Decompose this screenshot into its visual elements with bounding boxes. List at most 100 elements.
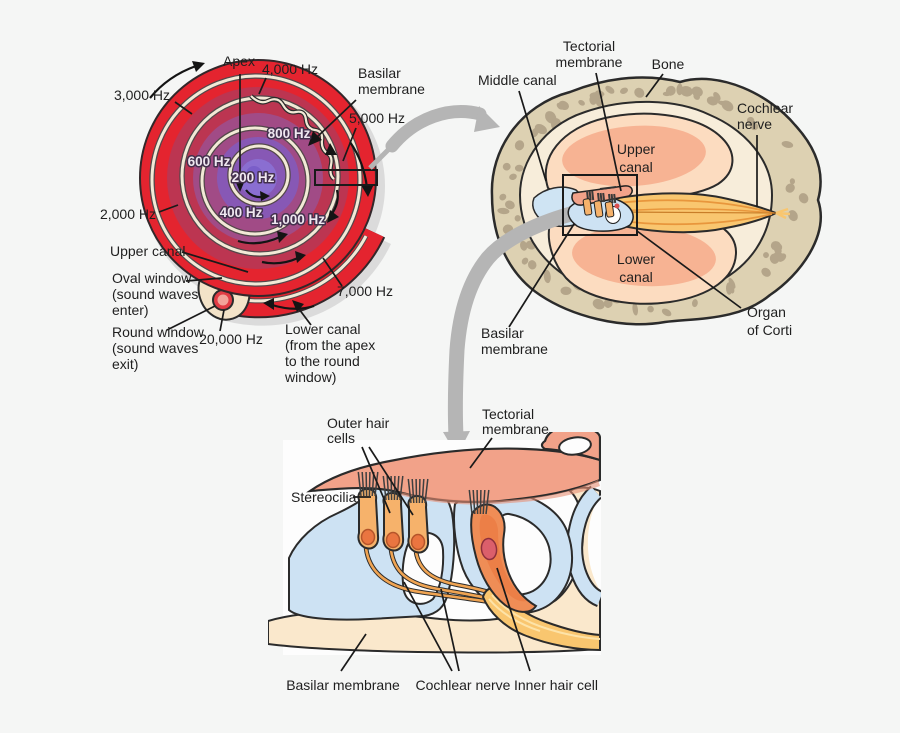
bone-pebble bbox=[578, 99, 585, 106]
label-apex: Apex bbox=[223, 53, 255, 69]
bone-pebble bbox=[761, 267, 771, 277]
outer-hair-cells-shapes bbox=[357, 487, 430, 554]
nerve-bundle bbox=[481, 586, 601, 652]
tectorial-shade bbox=[400, 480, 600, 505]
line-outer-cell-2 bbox=[368, 446, 414, 516]
label-400hz: 400 Hz bbox=[220, 205, 263, 220]
label-oval-window-2: (sound waves bbox=[112, 286, 198, 302]
cochlea-cross-section bbox=[490, 76, 822, 326]
bone-pebble bbox=[676, 84, 684, 96]
bone-pebble bbox=[514, 164, 524, 172]
label-cs-tectorial-1: Tectorial bbox=[563, 38, 615, 54]
bone-pebble bbox=[662, 91, 671, 97]
line-detail-basilar bbox=[340, 633, 367, 672]
bone-pebble bbox=[632, 302, 638, 316]
label-cs-basilar-2: membrane bbox=[481, 341, 548, 357]
line-detail-tectorial bbox=[469, 437, 493, 469]
label-inner-hair-cell: Inner hair cell bbox=[514, 677, 598, 693]
cross-section-overlay: Tectorial membrane Bone Middle canal Coc… bbox=[478, 38, 793, 357]
bone-pebble bbox=[514, 215, 521, 222]
tick-20000 bbox=[219, 309, 225, 332]
tick-3000 bbox=[174, 101, 193, 115]
bone-pebble bbox=[521, 257, 529, 265]
bone-pebble bbox=[785, 183, 795, 193]
arrow-spiral-to-section bbox=[385, 105, 487, 153]
label-cs-middle-canal: Middle canal bbox=[478, 72, 557, 88]
lower-canal-fluid bbox=[572, 225, 716, 287]
bone-pebble bbox=[706, 96, 719, 106]
bone-pebble bbox=[722, 101, 730, 109]
label-outer-hair-1: Outer hair bbox=[327, 415, 390, 431]
bone-pebble bbox=[502, 162, 511, 171]
line-organ-of-corti bbox=[636, 230, 742, 309]
bone-pebble bbox=[595, 98, 603, 107]
bone-pebble bbox=[789, 178, 796, 185]
label-cs-lower-2: canal bbox=[619, 269, 652, 285]
organ-detail-art bbox=[268, 432, 601, 655]
label-detail-basilar: Basilar membrane bbox=[286, 677, 400, 693]
bone-pebble bbox=[509, 173, 517, 180]
bone-pebble bbox=[604, 303, 611, 308]
line-basilar bbox=[508, 223, 575, 328]
bone-pebble bbox=[589, 94, 598, 105]
label-stereocilia: Stereocilia bbox=[291, 489, 357, 505]
line-bone bbox=[645, 73, 664, 98]
label-5000hz: 5,000 Hz bbox=[349, 110, 405, 126]
bone-pebble bbox=[514, 140, 525, 151]
cross-section-pointer-lines bbox=[508, 72, 758, 328]
basilar-pointer-head bbox=[308, 131, 322, 146]
inset-box bbox=[562, 174, 638, 236]
spiral-pointer-lines bbox=[158, 77, 357, 332]
bone-pebble bbox=[725, 282, 733, 295]
label-detail-tectorial-1: Tectorial bbox=[482, 406, 534, 422]
label-600hz: 600 Hz bbox=[188, 154, 231, 169]
label-oval-window-1: Oval window bbox=[112, 270, 192, 286]
stereocilia-tuft bbox=[407, 478, 429, 504]
bone-pebble bbox=[535, 125, 544, 132]
section-marker-box bbox=[314, 169, 378, 186]
basilar-wave bbox=[250, 95, 335, 180]
label-lower-canal-4: window) bbox=[284, 369, 336, 385]
bone-pebble bbox=[499, 193, 507, 201]
bone-pebble bbox=[605, 85, 615, 94]
bone-pebble bbox=[788, 210, 798, 222]
tectorial-hook-hole bbox=[558, 436, 592, 456]
label-2000hz: 2,000 Hz bbox=[100, 206, 156, 222]
label-1000hz: 1,000 Hz bbox=[271, 212, 325, 227]
label-800hz: 800 Hz bbox=[268, 126, 311, 141]
bone-pebble bbox=[750, 122, 759, 131]
spiral-channels bbox=[149, 73, 363, 287]
bone-pebble bbox=[798, 193, 809, 204]
bone-pebble bbox=[647, 305, 654, 313]
label-20000hz: 20,000 Hz bbox=[199, 331, 263, 347]
label-cs-lower-1: Lower bbox=[617, 251, 655, 267]
label-round-window-2: (sound waves bbox=[112, 340, 198, 356]
bone-pebble bbox=[728, 277, 736, 289]
line-inner-hair-cell bbox=[496, 567, 531, 672]
detail-pointer-lines bbox=[340, 437, 531, 672]
label-cs-basilar-1: Basilar bbox=[481, 325, 524, 341]
arrow-section-to-detail bbox=[447, 204, 580, 437]
label-cs-organ-2: of Corti bbox=[747, 322, 792, 338]
bone-pebble bbox=[769, 253, 780, 264]
inner-hair-cell-shape bbox=[470, 503, 538, 613]
bone-pebbles bbox=[497, 83, 809, 317]
tick-4000 bbox=[258, 77, 267, 95]
stereocilia-tuft bbox=[468, 489, 490, 515]
bone-pebble bbox=[746, 116, 755, 125]
bone-pebble bbox=[693, 93, 700, 100]
organ-of-corti-inset bbox=[567, 185, 634, 232]
label-cs-tectorial-2: membrane bbox=[556, 54, 623, 70]
round-window-center bbox=[217, 294, 229, 306]
lower-canal-pointer-head bbox=[292, 300, 304, 312]
bone-pebble bbox=[661, 308, 672, 317]
bone-pebble bbox=[503, 227, 510, 234]
label-lower-canal-3: to the round bbox=[285, 353, 360, 369]
bone-pebble bbox=[763, 252, 769, 259]
label-detail-cochlear: Cochlear nerve bbox=[416, 677, 511, 693]
bone-pebble bbox=[773, 242, 783, 252]
bone-pebble bbox=[620, 87, 628, 95]
label-cs-cochlear-1: Cochlear bbox=[737, 100, 793, 116]
spiral-cochlea-diagram: Apex 4,000 Hz 3,000 Hz Basilar membrane … bbox=[100, 53, 425, 385]
label-cs-upper-1: Upper bbox=[617, 141, 655, 157]
